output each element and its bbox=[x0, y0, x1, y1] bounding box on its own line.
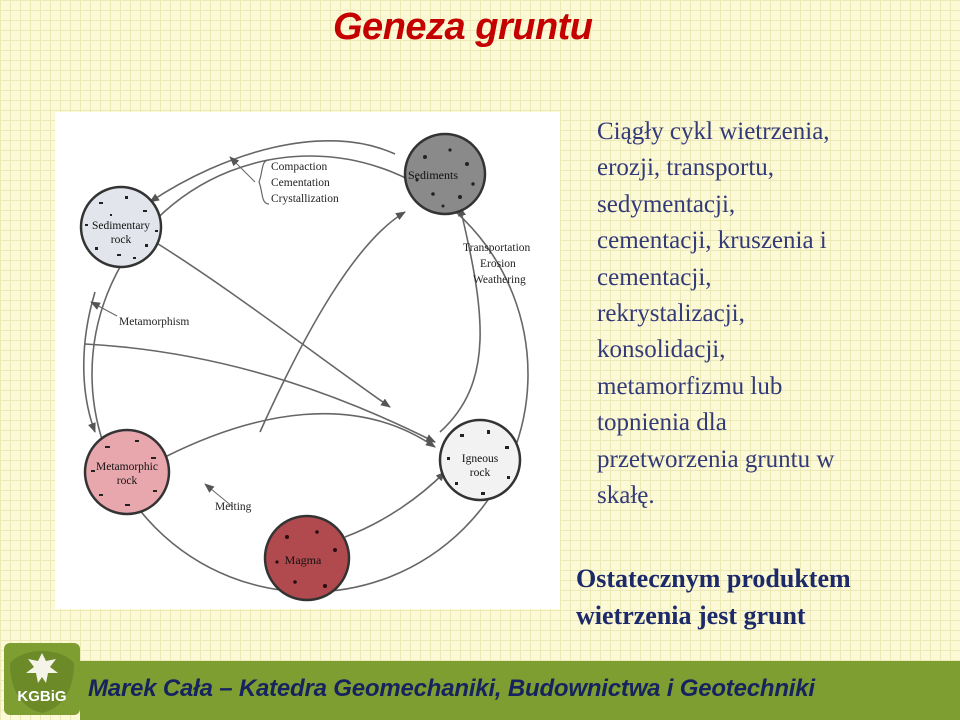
arrow-magma-to-igneous bbox=[344, 471, 446, 538]
cycle-description: Ciągły cykl wietrzenia, erozji, transpor… bbox=[597, 114, 927, 514]
magma-label: Magma bbox=[285, 553, 322, 567]
pointer-metamorphism bbox=[90, 301, 118, 317]
sediments-label: Sediments bbox=[408, 168, 458, 182]
label-weathering: Weathering bbox=[473, 274, 526, 286]
kgbig-logo: KGBiG bbox=[4, 643, 80, 715]
arrow-sediments-to-sedimentary bbox=[149, 139, 396, 203]
compaction-brace bbox=[258, 159, 270, 205]
label-melting: Melting bbox=[215, 501, 252, 513]
pointer-compaction bbox=[229, 156, 256, 183]
body-line: cementacji, kruszenia i bbox=[597, 227, 827, 255]
conclusion-line: wietrzenia jest grunt bbox=[576, 601, 806, 630]
label-crystallization: Crystallization bbox=[271, 193, 339, 205]
body-line: Ciągły cykl wietrzenia, bbox=[597, 118, 830, 145]
arrow-sedimentary-to-metamorphic bbox=[83, 291, 96, 433]
body-line: przetworzenia gruntu w bbox=[597, 445, 835, 473]
body-line: topnienia dla bbox=[597, 409, 727, 437]
pointer-melting bbox=[204, 483, 234, 508]
label-compaction: Compaction bbox=[271, 161, 327, 173]
body-line: konsolidacji, bbox=[597, 336, 726, 364]
arrow-weathering-to-sediments bbox=[259, 211, 406, 433]
label-cementation: Cementation bbox=[271, 177, 330, 189]
label-metamorphism: Metamorphism bbox=[119, 316, 189, 328]
slide-title: Geneza gruntu bbox=[333, 6, 593, 48]
footer-text: Marek Cała – Katedra Geomechaniki, Budow… bbox=[88, 675, 815, 702]
body-line: erozji, transportu, bbox=[597, 154, 775, 182]
arrow-metamorphic-to-igneous bbox=[164, 412, 436, 458]
logo-text: KGBiG bbox=[17, 688, 66, 705]
magma-node: Magma bbox=[263, 514, 351, 602]
conclusion-line: Ostatecznym produktem bbox=[576, 564, 851, 593]
body-line: metamorfizmu lub bbox=[597, 372, 783, 400]
body-line: sedymentacji, bbox=[597, 190, 736, 218]
footer-bar: Marek Cała – Katedra Geomechaniki, Budow… bbox=[80, 661, 960, 720]
body-line: cementacji, bbox=[597, 263, 712, 291]
conclusion-text: Ostatecznym produktem wietrzenia jest gr… bbox=[576, 560, 956, 634]
eagle-emblem-icon bbox=[26, 653, 58, 683]
sediments-node: Sediments bbox=[403, 132, 487, 216]
arrow-sedimentary-down bbox=[154, 241, 391, 408]
arrow-igneous-to-sediments bbox=[439, 206, 481, 433]
body-line: skałę. bbox=[597, 482, 655, 510]
label-erosion: Erosion bbox=[480, 258, 516, 270]
body-line: rekrystalizacji, bbox=[597, 300, 745, 328]
arrow-to-igneous bbox=[84, 343, 436, 443]
label-transportation: Transportation bbox=[463, 242, 531, 254]
